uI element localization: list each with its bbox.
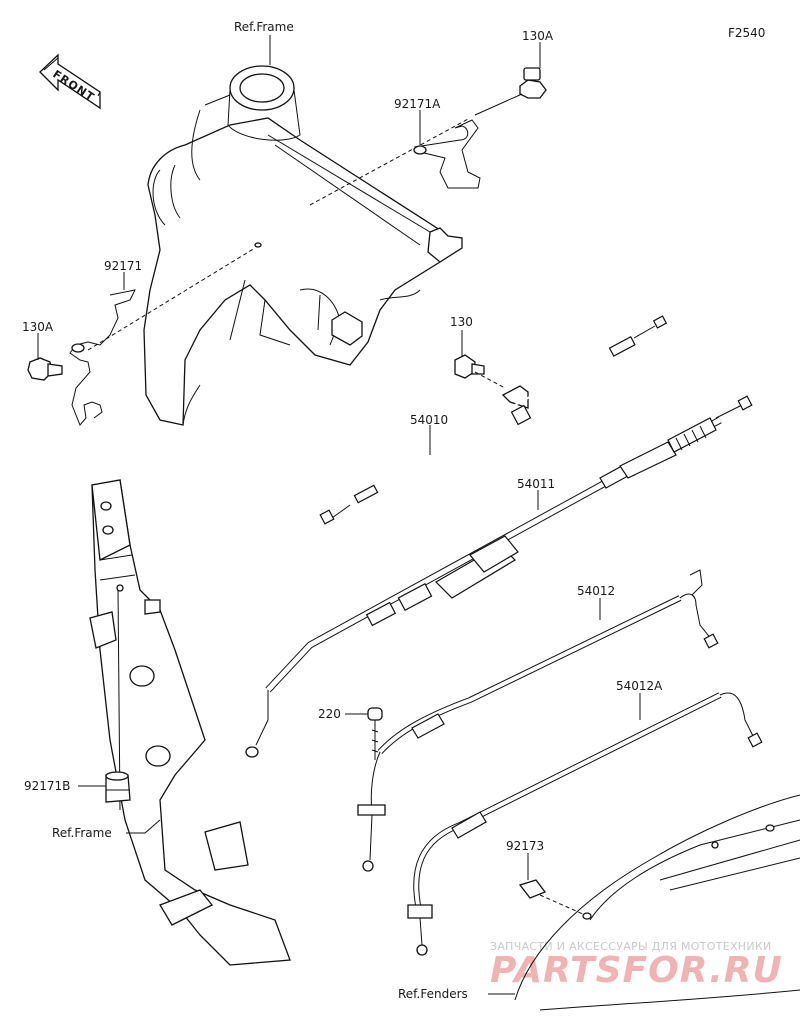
callout-54010: 54010 (410, 413, 448, 427)
callout-130A-top: 130A (522, 29, 554, 43)
callout-54011: 54011 (517, 477, 555, 491)
part-92171-clip (69, 289, 136, 426)
part-130-bolt (454, 354, 529, 409)
part-92171B-clamp (105, 771, 131, 803)
watermark-brand: PARTSFOR.RU (490, 950, 783, 991)
part-92173-grommet (518, 879, 586, 916)
front-arrow-icon (39, 53, 101, 110)
callout-92171: 92171 (104, 259, 142, 273)
callout-92171A: 92171A (394, 97, 441, 111)
fender-drawing (514, 794, 800, 1011)
part-54012-cable (357, 569, 719, 872)
callout-130A-left: 130A (22, 320, 54, 334)
callout-ref-frame-bottom: Ref.Frame (52, 826, 112, 840)
part-130A-bolt-left (27, 357, 63, 381)
leader-dashed-92171A (309, 117, 471, 206)
frame-upper-drawing (143, 65, 463, 426)
part-92171A-clip (413, 119, 481, 189)
frame-lower-drawing (89, 479, 291, 966)
callout-220: 220 (318, 707, 341, 721)
part-54011-cable (245, 395, 753, 758)
callout-92171B: 92171B (24, 779, 70, 793)
callout-54012A: 54012A (616, 679, 663, 693)
callout-ref-frame-top: Ref.Frame (234, 20, 294, 34)
watermark: ЗАПЧАСТИ И АКСЕССУАРЫ ДЛЯ МОТОТЕХНИКИ PA… (490, 940, 783, 991)
part-54012A-cable (407, 692, 763, 956)
callout-92173: 92173 (506, 839, 544, 853)
callout-54012: 54012 (577, 584, 615, 598)
diagram-code: F2540 (728, 26, 765, 40)
part-54010-cable (319, 315, 668, 525)
front-direction-arrow: FRONT (39, 53, 101, 110)
part-130A-bolt-top (474, 67, 547, 116)
watermark-caption: ЗАПЧАСТИ И АКСЕССУАРЫ ДЛЯ МОТОТЕХНИКИ (490, 940, 772, 953)
callout-130: 130 (450, 315, 473, 329)
callout-ref-fenders: Ref.Fenders (398, 987, 468, 1001)
leader-dashed-92171 (87, 247, 256, 351)
callout-leaders (37, 35, 641, 995)
